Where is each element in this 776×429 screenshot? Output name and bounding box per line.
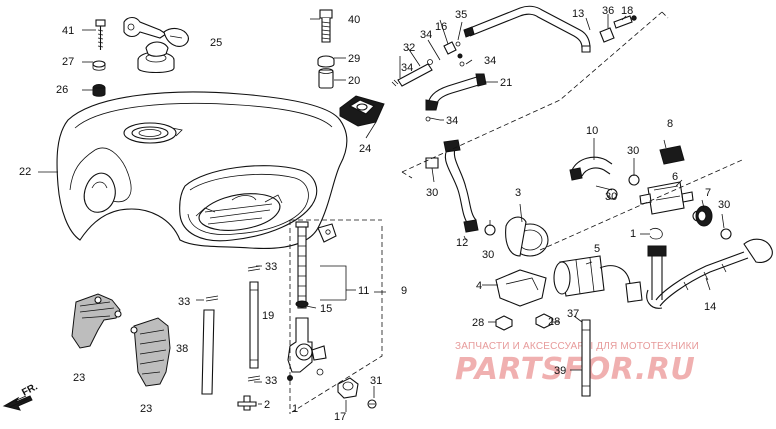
callout-30-c: 30 <box>605 191 617 203</box>
watermark-caption: ЗАПЧАСТИ И АКСЕССУАРЫ ДЛЯ МОТОТЕХНИКИ <box>455 341 699 352</box>
callout-37: 37 <box>567 308 579 320</box>
fuel-valve-assembly <box>201 221 377 411</box>
front-arrow-label: FR. <box>20 381 40 398</box>
callout-24: 24 <box>359 143 371 155</box>
callout-30-e: 30 <box>482 249 494 261</box>
reference-lines <box>38 11 743 414</box>
callout-6: 6 <box>672 171 678 183</box>
callout-32: 32 <box>403 42 415 54</box>
watermark-brand: PARTSFOR.RU <box>455 352 695 387</box>
watermark: ЗАПЧАСТИ И АКСЕССУАРЫ ДЛЯ МОТОТЕХНИКИ PA… <box>455 341 699 387</box>
callout-17: 17 <box>334 411 346 423</box>
callout-40: 40 <box>348 14 360 26</box>
callout-18: 18 <box>621 5 633 17</box>
callout-21: 21 <box>500 77 512 89</box>
fuel-line-components <box>425 139 773 397</box>
callout-38: 38 <box>176 343 188 355</box>
callout-labels: 41 25 27 26 22 40 29 20 24 34 32 34 16 3… <box>19 5 730 423</box>
callout-11: 11 <box>358 285 369 297</box>
callout-28-b: 28 <box>548 316 560 328</box>
callout-2: 2 <box>264 399 270 411</box>
callout-34-b: 34 <box>420 29 432 41</box>
vent-hose-assembly <box>391 5 637 122</box>
callout-19: 19 <box>262 310 274 322</box>
callout-13: 13 <box>572 8 584 20</box>
rear-mount-parts <box>317 9 385 127</box>
callout-7: 7 <box>705 187 711 199</box>
fuel-tank <box>56 91 348 249</box>
callout-34-a: 34 <box>401 62 413 74</box>
callout-34-d: 34 <box>446 115 458 127</box>
callout-25: 25 <box>210 37 222 49</box>
callout-16: 16 <box>435 21 447 33</box>
callout-10: 10 <box>586 125 598 137</box>
callout-15: 15 <box>320 303 332 315</box>
callout-23-a: 23 <box>73 372 85 384</box>
callout-14: 14 <box>704 301 716 313</box>
callout-29: 29 <box>348 53 360 65</box>
callout-3: 3 <box>515 187 521 199</box>
callout-39: 39 <box>554 365 566 377</box>
callout-4: 4 <box>476 280 482 292</box>
callout-30-b: 30 <box>426 187 438 199</box>
callout-9: 9 <box>401 285 407 297</box>
callout-41: 41 <box>62 25 74 37</box>
callout-8: 8 <box>667 118 673 130</box>
callout-33-b: 33 <box>178 296 190 308</box>
callout-33-c: 33 <box>265 375 277 387</box>
callout-30-d: 30 <box>718 199 730 211</box>
callout-31: 31 <box>370 375 382 387</box>
callout-26: 26 <box>56 84 68 96</box>
callout-35: 35 <box>455 9 467 21</box>
callout-23-b: 23 <box>140 403 152 415</box>
callout-28-a: 28 <box>472 317 484 329</box>
callout-12: 12 <box>456 237 468 249</box>
callout-20: 20 <box>348 75 360 87</box>
front-indicator: FR. <box>2 381 40 411</box>
callout-27: 27 <box>62 56 74 68</box>
callout-1-b: 1 <box>630 228 636 240</box>
callout-1: 1 <box>292 403 298 415</box>
callout-33-a: 33 <box>265 261 277 273</box>
callout-22: 22 <box>19 166 31 178</box>
fuel-cap-assembly <box>92 16 189 97</box>
callout-30-a: 30 <box>627 145 639 157</box>
callout-36: 36 <box>602 5 614 17</box>
side-covers <box>71 293 171 387</box>
callout-5: 5 <box>594 243 600 255</box>
callout-34-c: 34 <box>484 55 496 67</box>
